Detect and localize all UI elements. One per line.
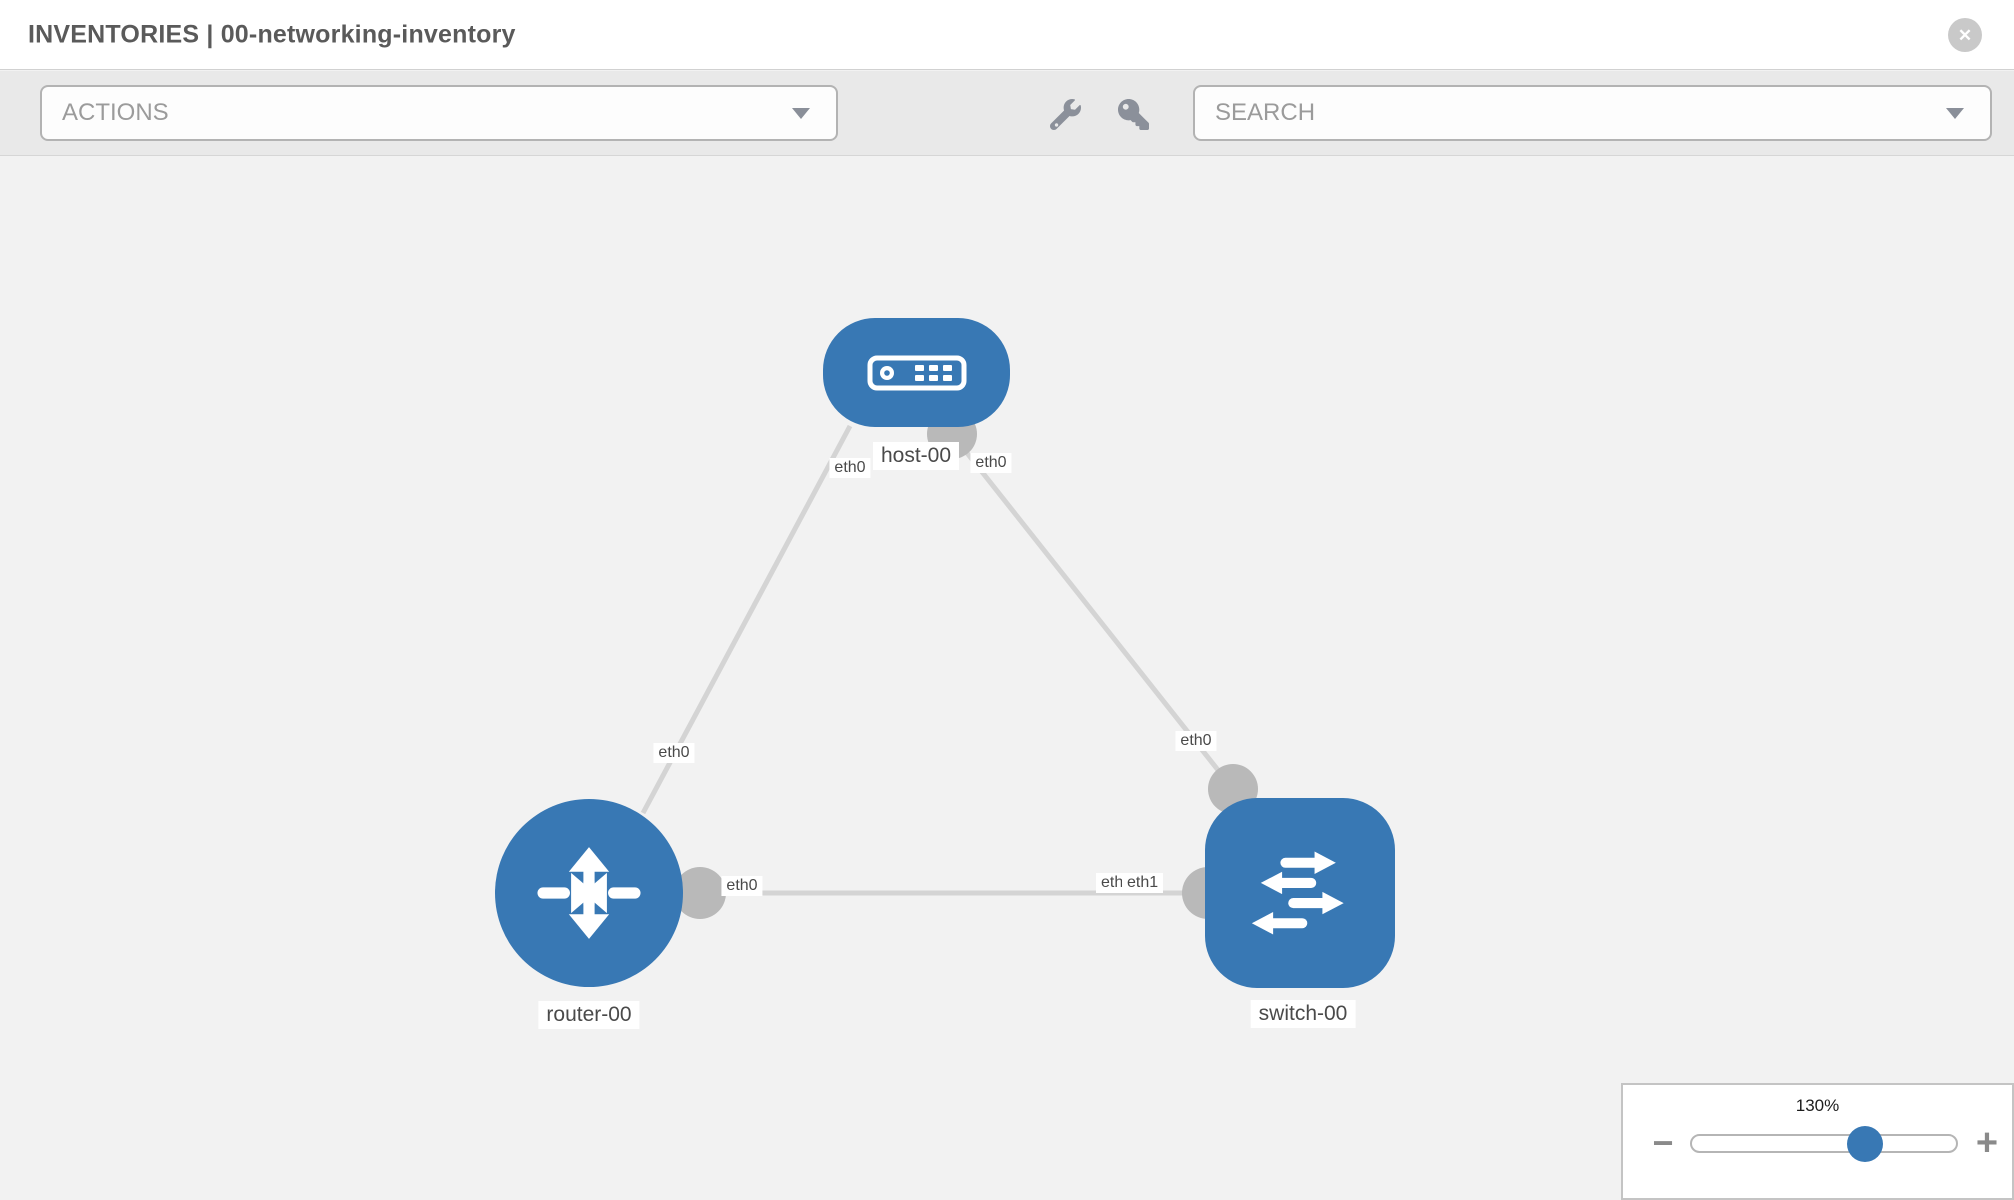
- chevron-down-icon: [792, 108, 810, 119]
- wrench-icon: [1049, 98, 1081, 130]
- node-label-host-00: host-00: [872, 442, 960, 470]
- interface-label-switch-to-router: eth1: [1122, 873, 1164, 893]
- interface-label-switch-to-host: eth0: [1175, 731, 1217, 751]
- node-switch-00[interactable]: [1205, 798, 1395, 988]
- actions-dropdown[interactable]: ACTIONS: [40, 85, 838, 141]
- key-icon: [1117, 98, 1149, 130]
- close-button[interactable]: ✕: [1948, 18, 1982, 52]
- link-host-switch: [950, 432, 1235, 791]
- search-dropdown-label: SEARCH: [1215, 99, 1316, 126]
- search-dropdown[interactable]: SEARCH: [1193, 85, 1992, 141]
- chevron-down-icon: [1946, 108, 1964, 119]
- header: INVENTORIES | 00-networking-inventory ✕: [0, 0, 2014, 70]
- node-label-router-00: router-00: [538, 1001, 640, 1029]
- zoom-out-button[interactable]: −: [1645, 1122, 1681, 1163]
- zoom-slider-track[interactable]: [1690, 1125, 1958, 1162]
- plus-icon: +: [1975, 1121, 1999, 1164]
- interface-label-router-to-host: eth0: [653, 743, 695, 763]
- key-button[interactable]: [1116, 97, 1150, 131]
- node-label-switch-00: switch-00: [1250, 1000, 1356, 1028]
- wrench-button[interactable]: [1048, 97, 1082, 131]
- zoom-slider-handle[interactable]: [1847, 1125, 1883, 1162]
- interface-label-host-to-router: eth0: [829, 458, 871, 478]
- actions-dropdown-label: ACTIONS: [62, 99, 169, 126]
- zoom-in-button[interactable]: +: [1969, 1121, 2005, 1164]
- node-host-00[interactable]: [823, 318, 1010, 427]
- interface-point-router: [674, 867, 726, 919]
- minus-icon: −: [1652, 1122, 1674, 1163]
- zoom-level-value: 130%: [1795, 1096, 1840, 1115]
- links-layer: [640, 409, 1258, 919]
- topology-canvas: host-00 router-00 switch-00 eth0 eth0 et…: [0, 157, 2014, 1200]
- zoom-panel: 130% − +: [1621, 1083, 2014, 1200]
- close-icon: ✕: [1957, 25, 1973, 45]
- router-icon: [537, 847, 641, 939]
- toolbar: ACTIONS SEARCH: [0, 71, 2014, 156]
- page-title: INVENTORIES | 00-networking-inventory: [28, 20, 516, 48]
- interface-label-host-to-switch: eth0: [970, 453, 1012, 473]
- interface-label-router-to-switch: eth0: [721, 876, 763, 896]
- switch-icon: [1251, 851, 1344, 935]
- host-icon: [867, 355, 966, 390]
- node-router-00[interactable]: [495, 799, 683, 987]
